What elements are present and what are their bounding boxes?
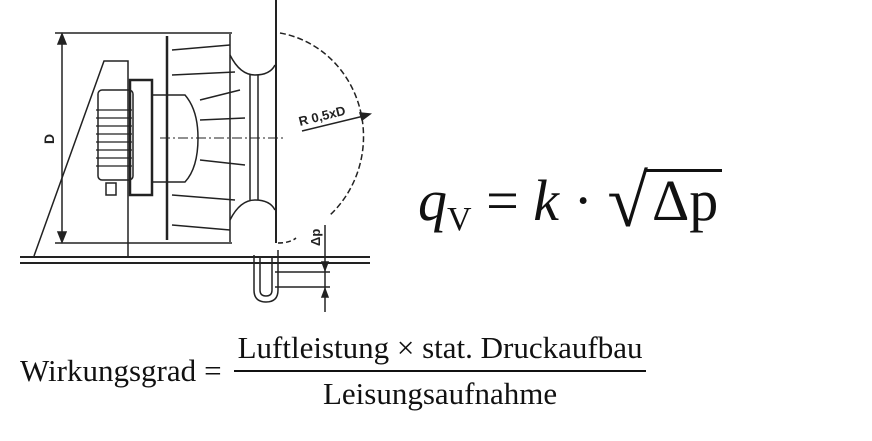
radius-arc xyxy=(279,32,365,216)
dimension-arrow-d xyxy=(56,31,68,245)
coefficient-k: k xyxy=(533,168,560,233)
efficiency-lhs: Wirkungsgrad xyxy=(20,353,197,388)
radicand: Δp xyxy=(645,169,723,230)
flow-subscript: V xyxy=(447,201,472,238)
multiply-dot: · xyxy=(573,168,593,233)
radius-label: R 0,5xD xyxy=(297,103,347,129)
dimension-label-d: D xyxy=(41,134,57,144)
flow-rate-formula: qV = k · √Δp xyxy=(418,160,723,245)
fraction: Luftleistung × stat. Druckaufbau Leisung… xyxy=(233,330,647,412)
housing-lines xyxy=(20,32,370,264)
square-root-icon: √ xyxy=(607,161,648,243)
fan-technical-drawing: R 0,5xD D Δp xyxy=(20,0,372,312)
flow-symbol: q xyxy=(418,168,447,233)
u-tube-manometer xyxy=(253,225,330,312)
radius-arc-lower xyxy=(277,237,297,244)
radius-arrow xyxy=(301,112,372,132)
motor xyxy=(96,78,199,197)
numerator: Luftleistung × stat. Druckaufbau xyxy=(233,330,647,372)
denominator: Leisungsaufnahme xyxy=(322,376,558,411)
equals-sign: = xyxy=(204,353,222,388)
pressure-label: Δp xyxy=(308,229,323,246)
efficiency-formula: Wirkungsgrad = Luftleistung × stat. Druc… xyxy=(20,330,647,412)
equals-sign: = xyxy=(486,168,519,233)
